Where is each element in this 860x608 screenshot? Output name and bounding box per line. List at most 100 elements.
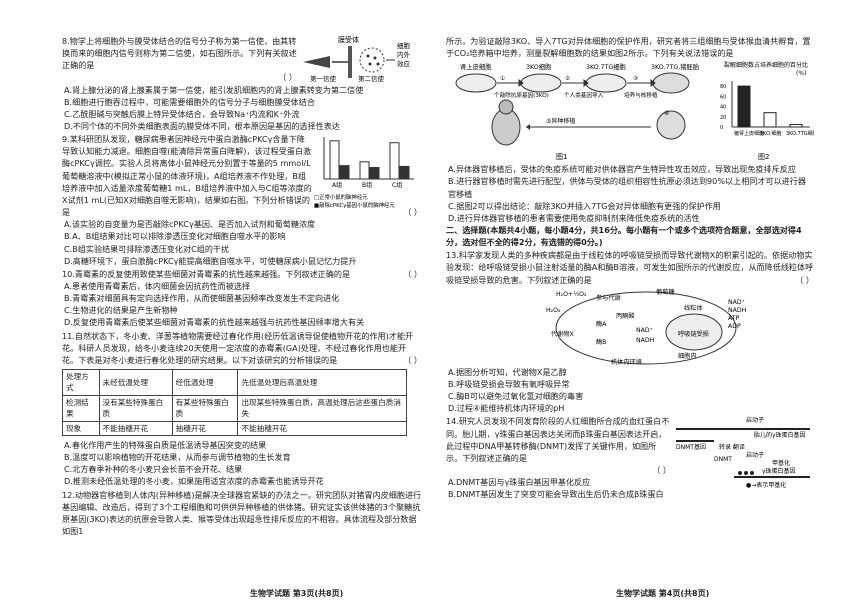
svg-text:H₂O+½O₂: H₂O+½O₂ [556,290,587,298]
svg-text:NAD⁺: NAD⁺ [728,299,745,306]
x-tick-label: B组 [362,181,372,189]
legend-entry: ■敲除cPKCγ基因小鼠的脑神经元 [314,201,395,209]
table-cell: 检测结果 [62,394,100,422]
mitochondria-shape [665,313,723,351]
svg-text:②: ② [565,75,570,82]
question-12: 12.动物器官移植到人体内(异种移植)是解决全球器官紧缺的办法之一。研究团队对猪… [62,489,422,538]
svg-text:DNMT基因: DNMT基因 [676,443,706,451]
chart-bar [737,85,751,128]
section-2-heading: 二、选择题(本题共4小题，每小题4分，共16分。每小题有一个或多个选项符合题意，… [446,224,802,248]
svg-text:代谢物X: 代谢物X [551,330,575,338]
svg-text:酶B: 酶B [596,338,606,346]
svg-text:丙酮酸: 丙酮酸 [616,312,635,320]
q13-option-d: D.过程④能维持机体内环境的pH [448,403,565,414]
q13-option-a: A.据图分析可知，代谢物X是乙醇 [448,366,567,377]
chart-bar [789,124,803,128]
chart-bar [399,166,410,180]
y-tick-label: 80 [720,84,726,90]
q14-paren: （ ） [652,464,671,475]
chart-bar [329,140,340,180]
q11-paren: （ ） [403,354,422,365]
q14-option-a: A.DNMT基因与γ珠蛋白基因甲基化反应 [448,477,591,488]
figure-1-caption: 图1 [556,153,567,161]
question-10: 10.青霉素的反复使用致使某些细菌对青霉素的抗性越来越强。下列叙述正确的是 （ … [62,268,422,329]
svg-text:③: ③ [633,75,638,82]
right-page: 所示。为验证敲除3KO、导入7TG对异体细胞的保护作用，研究者将三组细胞与受体猴… [446,0,814,608]
question-13: 13.科学家发现人类的多种疾病都是由于线粒体的呼吸链受损而导致代谢物X的积累引起… [446,249,814,414]
page-footer-left: 生物学试题 第3页(共8页) [250,589,344,598]
y-tick-label: 40 [720,105,726,111]
svg-text:线粒体: 线粒体 [684,304,703,312]
table-cell: 先低温处理后高温处理 [237,369,407,396]
svg-text:ATP: ATP [728,315,740,322]
q14-dnmt-diagram: 启动子 胎儿的γ珠蛋白基因 DNMT基因 转录 翻译 DNMT 启动子 甲基化 … [676,416,810,489]
svg-text:细胞内: 细胞内 [678,352,697,360]
x-tick-label: 3KO.细胞 [760,130,782,137]
table-cell: 不能抽穗开花 [98,420,173,437]
q12-stem: 12.动物器官移植到人体内(异种移植)是解决全球器官紧缺的办法之一。研究团队对猪… [62,489,422,537]
table-cell: 没有某些特殊蛋白质 [98,394,173,422]
fig1-label: 3KO.7TG.猪胚胎 [651,62,700,71]
chart-bar [369,167,380,180]
table-cell: 不能抽穗开花 [237,420,407,437]
q12-cont-text: 所示。为验证敲除3KO、导入7TG对异体细胞的保护作用，研究者将三组细胞与受体猴… [446,36,811,59]
question-14: 14.研究人员发现不同发育阶段的人红细胞所合成的血红蛋白不同。胎儿期，γ珠蛋白基… [446,415,814,500]
page-footer-right: 生物学试题 第4页(共8页) [616,589,710,598]
q8-stem: 8.物学上将细胞外与膜受体结合的信号分子称为第一信使，由其转换而来的细胞内信号则… [62,36,297,71]
q8-option-b: B.细胞进行胞吞过程中，可能需要细胞外的信号分子与细胞膜受体结合 [64,96,315,107]
q14-stem: 14.研究人员发现不同发育阶段的人红细胞所合成的血红蛋白不同。胎儿期，γ珠蛋白基… [446,416,670,463]
svg-text:葡萄糖: 葡萄糖 [656,288,675,296]
table-cell: 处理方式 [62,369,100,396]
x-tick-label: 3KO.7TG细胞 [786,130,814,137]
fig1-label: 3KO.7TG细胞 [586,62,627,71]
table-cell: 出现某些特殊蛋白质，高温处理后这些蛋白质消失 [237,394,407,422]
q9-option-b: B.A、B组结果对比可以排除渗透压变化对细胞自噬水平的影响 [64,231,286,242]
q13-metabolism-diagram: H₂O+½O₂ 参与代谢 H₂O₂ 丙酮酸 代谢物X 酶A 酶B NAD⁺ NA… [546,288,747,366]
q8-paren: （ ） [278,72,297,83]
q12-option-d: D.进行异体器官移植的患者需要使用免疫抑制剂来降低免疫系统的活性 [448,212,700,223]
x-tick-label: A组 [332,181,342,189]
svg-text:转录 翻译: 转录 翻译 [719,443,745,451]
legend-entry: □正常小鼠的脑神经元 [314,193,368,201]
q9-option-c: C.B组实验结果可排除渗透压变化对C组的干扰 [64,243,230,254]
question-11: 11.自然状态下，冬小麦、洋葱等植物需要经过春化作用(经历低温诱导促使植物开花的… [62,330,422,488]
svg-text:呼吸链受损: 呼吸链受损 [678,330,709,338]
q9-option-d: D.高糖环境下，蛋白激酶cPKCγ能提高细胞自噬水平，可使糖尿病小鼠记忆力提升 [64,255,357,266]
q11-option-a: A.春化作用产生的特殊蛋白质是低温诱导基因突变的结果 [64,440,267,451]
question-8: 8.物学上将细胞外与膜受体结合的信号分子称为第一信使，由其转换而来的细胞内信号则… [62,35,422,132]
table-cell: 经低温处理 [171,369,239,396]
svg-text:●→表示甲基化: ●→表示甲基化 [746,481,786,489]
chart-bar [359,161,370,180]
fig-label-receptor: 膜受体 [338,35,359,44]
q10-stem: 10.青霉素的反复使用致使某些细菌对青霉素的抗性越来越强。下列叙述正确的是 （ … [62,268,422,279]
question-9: 9.某科研团队发现，糖尿病患者因神经元中蛋白激酶cPKCγ含量下降导致认知能力减… [62,133,422,267]
svg-text:启动子: 启动子 [746,451,764,459]
y-tick-label: 60 [720,95,726,101]
svg-text:参与代谢: 参与代谢 [596,294,621,302]
fig-label-effect: 细胞 [397,41,411,50]
x-tick-label: C组 [392,181,402,189]
table-header-row: 处理方式 未经低温处理 经低温处理 先低温处理后高温处理 [62,369,407,396]
q12-option-c: C.据图2可以得出结论：敲除3KO并插入7TG会对异体细胞有更强的保护作用 [448,200,721,211]
q13-option-c: C.酶B可以避免过氧化氢对细胞的毒害 [448,391,584,402]
y-tick-label: 0 [720,125,723,131]
q12-figures: 肾上皮细胞 3KO细胞 3KO.7TG细胞 3KO.7TG.猪胚胎 ① ② ③ … [446,59,814,163]
fig1-note: 培养与核移植 [624,91,658,99]
q13-option-b: B.呼吸链受损会导致有氧呼吸异常 [448,378,570,389]
table-cell: 有某些特殊蛋白质 [171,394,239,422]
fig1-label: 肾上皮细胞 [460,62,492,71]
svg-text:内外: 内外 [397,50,411,59]
chart-bar [763,112,777,128]
q9-stem: 9.某科研团队发现，糖尿病患者因神经元中蛋白激酶cPKCγ含量下降导致认知能力减… [62,134,312,217]
left-page: 8.物学上将细胞外与膜受体结合的信号分子称为第一信使，由其转换而来的细胞内信号则… [62,0,422,608]
q10-option-c: C.生物进化的结果是产生新物种 [64,305,178,316]
figure-2-caption: 图2 [758,153,769,161]
y-tick-label: 20 [720,115,726,121]
chart-bar [389,142,400,180]
svg-text:ADP: ADP [728,323,741,330]
table-row: 现象 不能抽穗开花 抽穗开花 不能抽穗开花 [62,420,407,437]
q8-option-a: A.肾上腺分泌的肾上腺素属于第一信使，能引发肌细胞内的肾上腺素转变为第二信使 [64,84,364,95]
q8-option-c: C.乙酰胆碱与突触后膜上特异受体结合，会导致Na⁺内流和K⁺外流 [64,108,300,119]
table-row: 检测结果 没有某些特殊蛋白质 有某些特殊蛋白质 出现某些特殊蛋白质，高温处理后这… [62,394,407,422]
